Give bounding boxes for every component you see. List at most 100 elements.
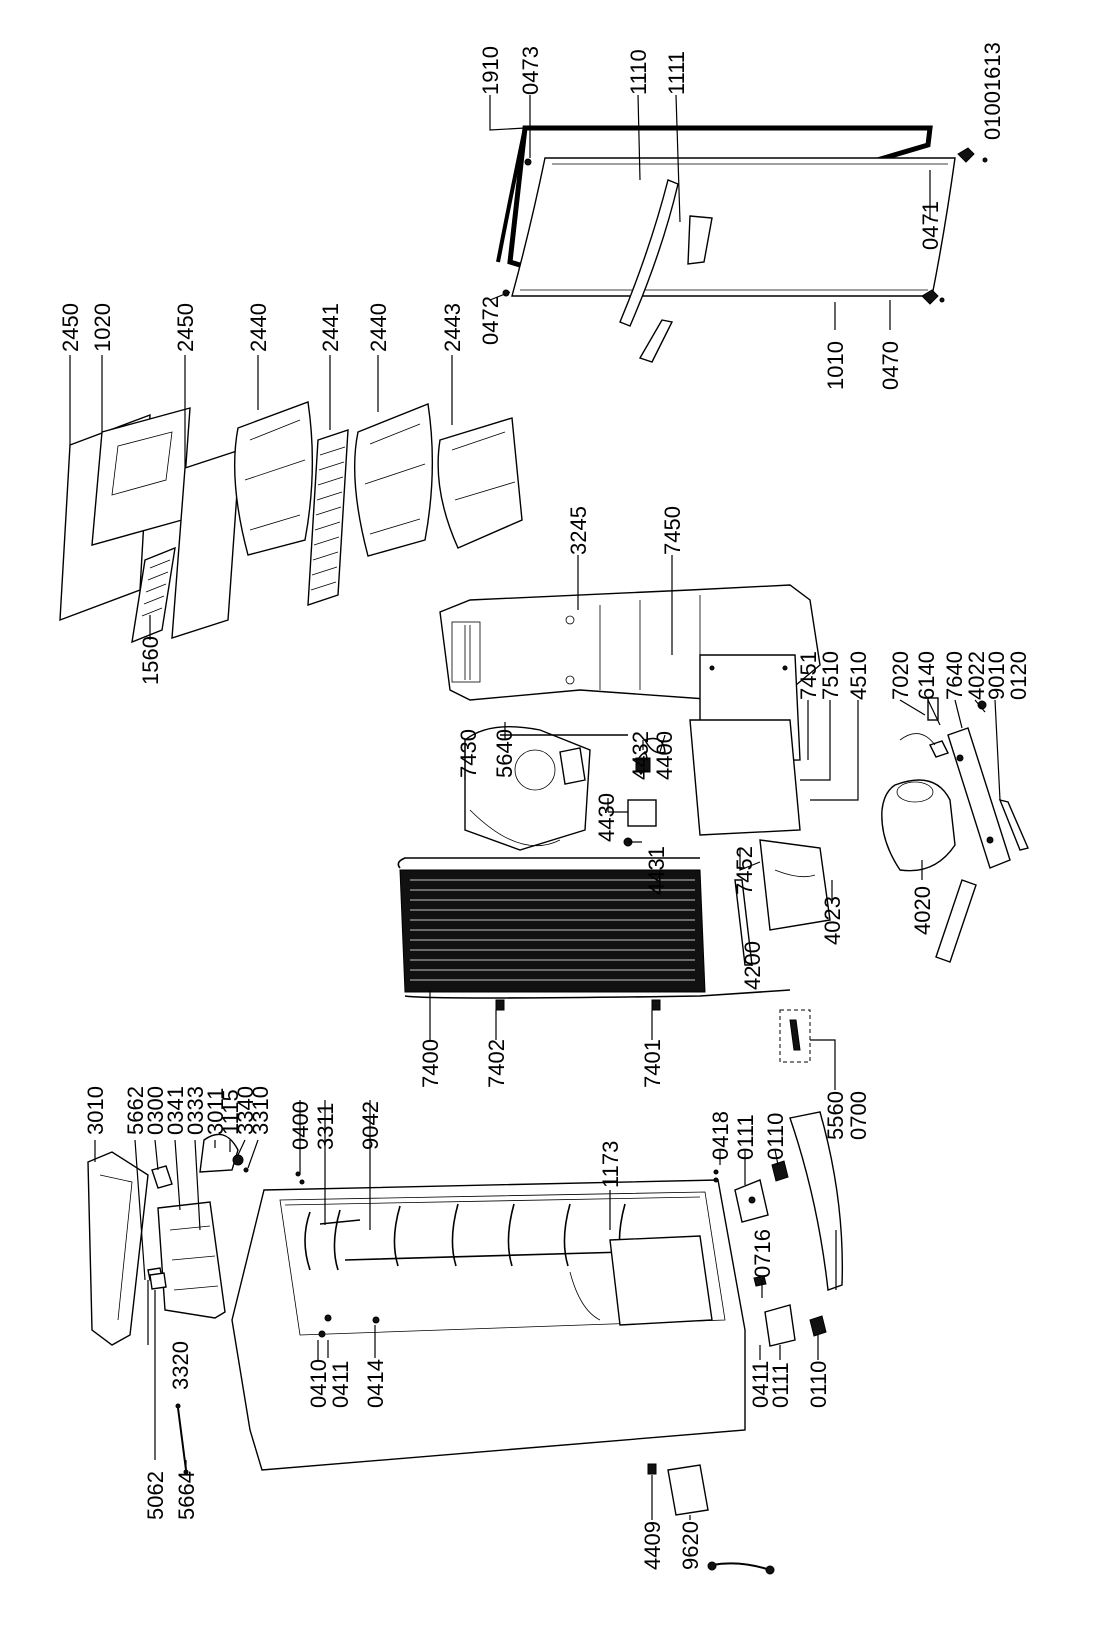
label-7510: 7510 — [818, 651, 843, 700]
label-4200: 4200 — [740, 941, 765, 990]
knob-0300 — [151, 1165, 173, 1189]
label-7640: 7640 — [942, 651, 967, 700]
hinge-bracket-lower — [764, 1304, 796, 1347]
label-4430: 4430 — [594, 793, 619, 842]
label-1910: 1910 — [478, 46, 503, 95]
cabinet-body — [231, 1179, 746, 1471]
relay-housing — [689, 719, 801, 836]
bottom-compartment — [609, 1235, 713, 1326]
drain-funnel — [759, 839, 831, 931]
door-panel — [511, 157, 956, 297]
control-panel — [87, 1133, 249, 1475]
cabinet — [231, 1111, 843, 1575]
label-2443: 2443 — [440, 303, 465, 352]
door-assembly — [496, 125, 988, 363]
label-5062: 5062 — [143, 1471, 168, 1520]
capacitor — [927, 697, 939, 721]
label-3010: 3010 — [83, 1086, 108, 1135]
label-2450-b: 2450 — [173, 303, 198, 352]
lamp-holder-5062 — [149, 1272, 167, 1290]
label-1560: 1560 — [138, 636, 163, 685]
clip-7402 — [495, 999, 505, 1011]
leader-lines — [69, 94, 1001, 1520]
label-4020: 4020 — [910, 886, 935, 935]
label-9010: 9010 — [984, 651, 1009, 700]
label-5664: 5664 — [174, 1471, 199, 1520]
label-7451: 7451 — [796, 651, 821, 700]
label-1010: 1010 — [823, 341, 848, 390]
label-0111-a: 0111 — [733, 1114, 758, 1160]
label-4510: 4510 — [846, 651, 871, 700]
compressor-assembly — [881, 697, 1029, 963]
filter-dryer-box — [779, 1009, 811, 1063]
handle-end — [638, 319, 674, 363]
label-7450: 7450 — [660, 506, 685, 555]
label-4432: 4432 — [628, 731, 653, 780]
label-1110: 1110 — [626, 49, 651, 95]
label-0110-a: 0110 — [763, 1113, 788, 1160]
label-0410: 0410 — [306, 1359, 331, 1408]
label-0411-a: 0411 — [328, 1361, 353, 1408]
drawer-1 — [233, 401, 314, 556]
label-0414: 0414 — [363, 1359, 388, 1408]
hinge-bottom-right — [921, 289, 939, 305]
label-3340: 3340 — [233, 1086, 258, 1135]
ice-tray — [131, 546, 176, 644]
label-7401: 7401 — [640, 1039, 665, 1088]
power-cable — [711, 1562, 771, 1571]
label-0341: 0341 — [163, 1086, 188, 1135]
label-0400: 0400 — [288, 1101, 313, 1150]
clip-7401 — [651, 999, 661, 1011]
wire-5664 — [177, 1407, 187, 1471]
evaporator — [399, 869, 706, 993]
label-5662: 5662 — [123, 1086, 148, 1135]
bottom-drawer — [437, 417, 523, 549]
label-3311: 3311 — [313, 1103, 338, 1150]
relay — [929, 740, 949, 758]
glass-shelf — [171, 449, 241, 639]
control-cover — [87, 1151, 149, 1346]
label-0700: 0700 — [846, 1091, 871, 1140]
label-1020: 1020 — [90, 303, 115, 352]
label-4023: 4023 — [820, 896, 845, 945]
label-1115: 1115 — [218, 1089, 243, 1135]
label-9620: 9620 — [678, 1521, 703, 1570]
label-5560: 5560 — [823, 1091, 848, 1140]
label-0471: 0471 — [918, 201, 943, 250]
fan-motor — [627, 799, 657, 827]
hinge-top-right — [957, 147, 975, 163]
label-2440-a: 2440 — [246, 303, 271, 352]
label-3310: 3310 — [248, 1086, 273, 1135]
label-0473: 0473 — [518, 46, 543, 95]
fan-bracket — [559, 747, 586, 785]
screw-4409 — [647, 1463, 657, 1475]
label-2450-a: 2450 — [58, 303, 83, 352]
control-housing — [157, 1201, 226, 1319]
compressor-base — [947, 727, 1011, 869]
compressor — [881, 779, 956, 872]
label-0333: 0333 — [183, 1086, 208, 1135]
wire-shelf — [307, 429, 349, 606]
label-7430: 7430 — [456, 729, 481, 778]
label-0300: 0300 — [143, 1086, 168, 1135]
label-6140: 6140 — [914, 651, 939, 700]
drawer-2 — [353, 403, 434, 557]
doc-id-label: 01001613 — [980, 42, 1005, 140]
handle-cover — [687, 215, 713, 265]
door-handle — [619, 179, 679, 327]
label-2441: 2441 — [318, 303, 343, 352]
label-4409: 4409 — [640, 1521, 665, 1570]
label-7402: 7402 — [484, 1039, 509, 1088]
back-panel-assembly — [397, 584, 831, 1063]
label-1173: 1173 — [598, 1141, 623, 1188]
label-9042: 9042 — [358, 1101, 383, 1150]
pipe-0120 — [998, 798, 1029, 851]
label-0120: 0120 — [1006, 651, 1031, 700]
label-5640: 5640 — [492, 729, 517, 778]
label-0418: 0418 — [708, 1111, 733, 1160]
label-3245: 3245 — [566, 506, 591, 555]
condenser-pipe — [935, 879, 977, 963]
plinth — [789, 1111, 843, 1291]
label-0111-b: 0111 — [768, 1362, 793, 1408]
